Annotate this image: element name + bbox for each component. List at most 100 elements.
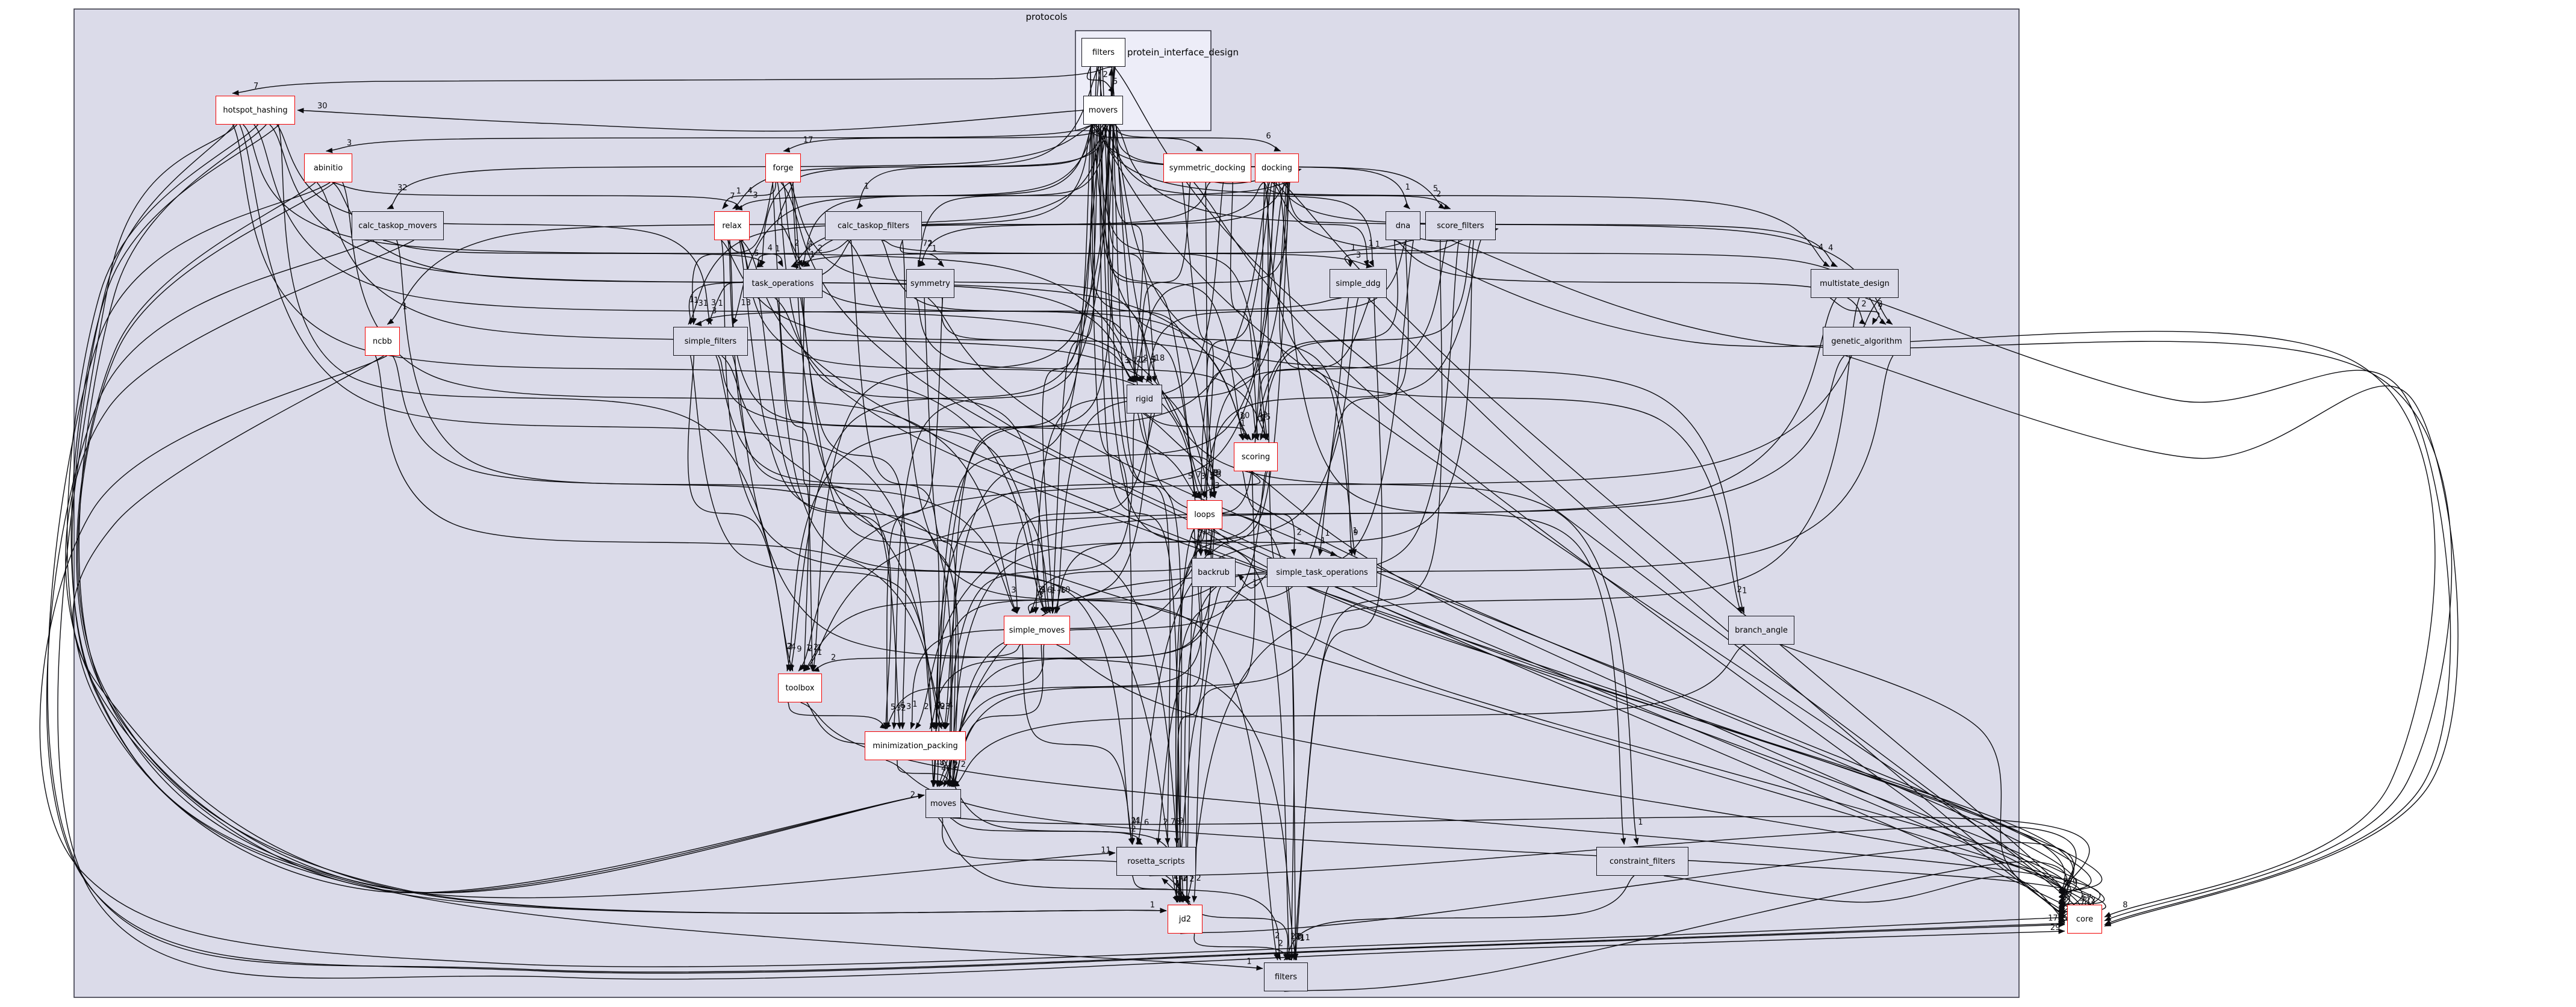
edge-label-dna-genetic_algorithm: 2 [1861,300,1866,309]
edge-label-forge-toolbox: 2 [808,645,813,654]
edge-label-forge-simple_filters: 1 [694,296,698,305]
node-minimization_packing[interactable]: minimization_packing [865,731,966,760]
node-abinitio[interactable]: abinitio [304,153,352,182]
edge-loops-rosetta_scripts [1156,528,1202,845]
edge-label-filters_top-simple_filters: 13 [741,299,751,308]
edge-label-simple_moves-rosetta_scripts: 11 [1131,817,1142,826]
node-task_operations[interactable]: task_operations [743,269,823,298]
edge-toolbox-core [800,702,2101,918]
edge-simple_filters-core [721,355,2106,914]
node-scoring[interactable]: scoring [1234,442,1278,471]
edge-label-simple_task_operations-backrub: 1 [1252,579,1257,588]
node-docking[interactable]: docking [1255,153,1299,182]
edge-task_operations-moves [800,297,959,787]
edge-label-abinitio-core: 17 [2048,914,2058,923]
edge-relax-loops [740,240,1202,498]
edge-label-simple_ddg-simple_filters: 3 [712,307,717,316]
node-ncbb[interactable]: ncbb [365,327,400,356]
node-filters_bottom[interactable]: filters [1264,962,1308,991]
edge-label-abinitio-moves: 2 [910,790,915,799]
edge-ncbb-simple_moves [392,355,1018,614]
node-calc_taskop_filters[interactable]: calc_taskop_filters [825,211,922,240]
edge-genetic_algorithm-core [1845,355,2459,927]
edge-label-filters_top-hotspot_hashing: 7 [254,82,258,91]
edge-label-loops-jd2: 2 [1183,873,1188,882]
node-calc_taskop_movers[interactable]: calc_taskop_movers [352,211,444,240]
edge-label-calc_taskop_filters-symmetry: 1 [932,244,937,253]
edge-label-simple_ddg-scoring: 2 [1263,411,1268,420]
node-relax[interactable]: relax [714,211,750,240]
edge-label-symmetric_docking-rigid: 2 [1143,355,1148,364]
edge-dna-genetic_algorithm [1395,240,1867,325]
edge-label-movers-toolbox: 9 [797,645,801,654]
edge-scoring-simple_task_operations [1242,471,1296,556]
node-rosetta_scripts[interactable]: rosetta_scripts [1116,847,1196,876]
edge-label-loops-backrub: 1 [1225,537,1230,546]
edge-label-movers-dna: 1 [1405,183,1410,192]
edge-loops-jd2 [1177,528,1215,903]
node-simple_filters[interactable]: simple_filters [673,327,748,356]
node-forge[interactable]: forge [765,153,801,182]
edge-label-calc_taskop_filters-simple_filters: 1 [689,296,694,305]
node-rigid[interactable]: rigid [1127,385,1162,414]
edge-label-relax-minimization_packing: 6 [900,701,905,710]
edge-docking-constraint_filters [1278,182,1626,845]
edge-label-simple_ddg-filters_bottom: 1 [1299,934,1304,943]
node-moves[interactable]: moves [926,789,961,818]
node-simple_ddg[interactable]: simple_ddg [1330,269,1387,298]
node-score_filters[interactable]: score_filters [1425,211,1496,240]
node-symmetry[interactable]: symmetry [906,269,954,298]
edge-docking-toolbox [786,182,1271,672]
edge-movers-calc_taskop_movers [387,124,1095,209]
node-symmetric_docking[interactable]: symmetric_docking [1163,153,1251,182]
edge-jd2-core [1180,842,2075,934]
edge-label-movers-core: 712 [2081,896,2096,905]
edge-filters_top-hotspot_hashing [232,66,1113,96]
edge-abinitio-moves [76,182,925,893]
edge-label-movers-minimization_packing: 23 [940,702,950,711]
node-genetic_algorithm[interactable]: genetic_algorithm [1823,327,1911,356]
edge-simple_moves-toolbox [812,644,1021,672]
edge-simple_filters-loops [718,355,1199,498]
edge-label-forge-relax: 1 [736,187,741,196]
node-movers[interactable]: movers [1083,96,1123,125]
node-multistate_design[interactable]: multistate_design [1811,269,1899,298]
edge-label-rigid-loops: 3 [1216,471,1221,480]
edge-multistate_design-core [1865,297,2451,925]
edge-label-symmetric_docking-simple_moves: 2 [1038,585,1043,594]
node-jd2[interactable]: jd2 [1168,905,1202,934]
edge-label-dna-task_operations: 1 [810,250,815,259]
edge-label-docking-simple_moves: 10 [1060,586,1071,595]
node-simple_task_operations[interactable]: simple_task_operations [1267,558,1377,587]
edge-label-symmetry-rigid: 3 [1124,356,1129,365]
edge-label-symmetric_docking-loops: 3 [1209,471,1214,480]
edge-constraint_filters-core [1664,875,2065,922]
edge-label-docking-loops: 8 [1213,469,1218,478]
node-constraint_filters[interactable]: constraint_filters [1596,847,1688,876]
node-dna[interactable]: dna [1386,211,1420,240]
edge-label-scoring-loops: 3 [1215,482,1219,491]
node-toolbox[interactable]: toolbox [778,674,822,702]
node-hotspot_hashing[interactable]: hotspot_hashing [216,96,295,125]
edge-symmetry-core [927,297,2092,896]
node-loops[interactable]: loops [1187,500,1222,529]
node-branch_angle[interactable]: branch_angle [1728,616,1794,645]
edge-loops-simple_moves [1029,528,1215,614]
edge-score_filters-backrub [1204,240,1481,556]
edge-simple_moves-rosetta_scripts [1022,644,1134,845]
edge-scoring-simple_moves [1054,471,1268,614]
edge-abinitio-loops [316,182,1216,498]
node-filters_top[interactable]: filters [1081,38,1125,67]
edge-label-jd2-rosetta_scripts: 1 [1175,879,1180,888]
node-core[interactable]: core [2067,905,2102,934]
edge-movers-rosetta_scripts [1112,124,1171,845]
node-backrub[interactable]: backrub [1192,558,1236,587]
edge-label-movers-multistate_design: 4 [1818,243,1823,252]
edge-label-docking-toolbox: 4 [791,643,795,652]
edge-docking-backrub [1198,182,1275,556]
edge-label-movers-hotspot_hashing: 30 [317,102,328,111]
node-simple_moves[interactable]: simple_moves [1004,616,1070,645]
edge-movers-branch_angle [1111,124,1745,614]
edge-hotspot_hashing-minimization_packing [239,124,935,730]
edge-task_operations-minimization_packing [759,297,892,730]
